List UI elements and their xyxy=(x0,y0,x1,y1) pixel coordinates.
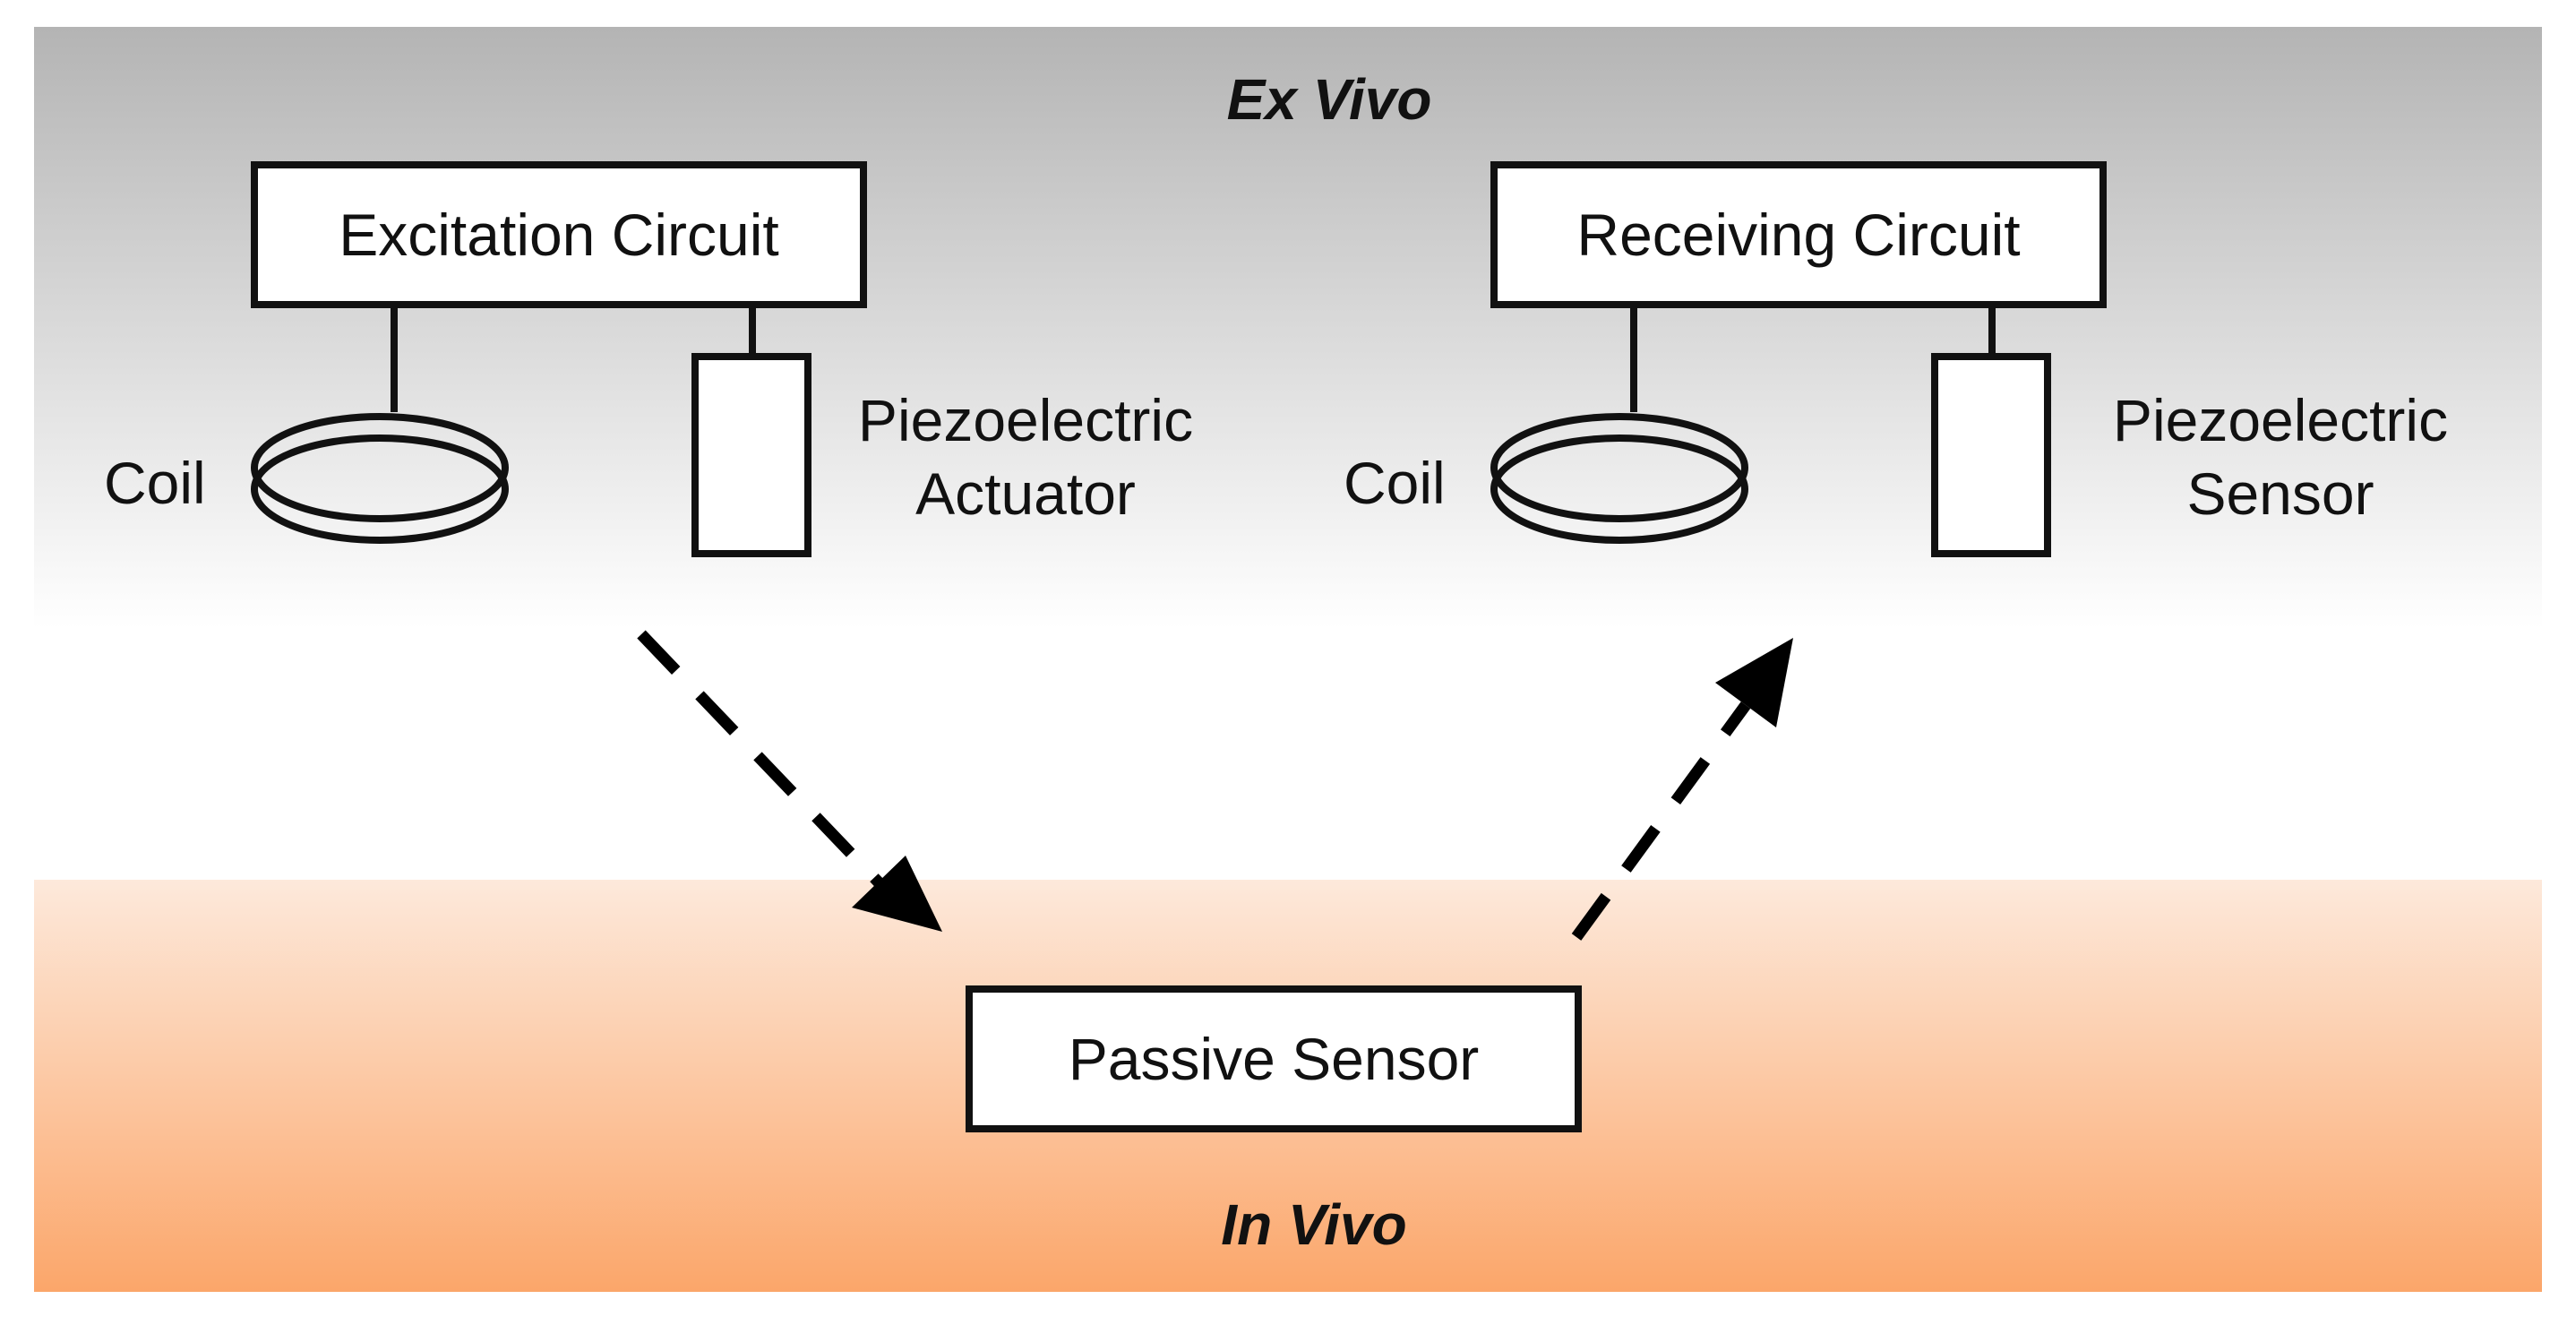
sensor-label-line2: Sensor xyxy=(2186,460,2374,527)
excitation-coil-label: Coil xyxy=(104,450,206,516)
excitation-arrow-head xyxy=(852,856,942,932)
excitation-arrow xyxy=(637,630,942,932)
sensor-label-line1: Piezoelectric xyxy=(2113,387,2448,453)
response-arrow xyxy=(1571,638,1793,941)
receiving-circuit-box xyxy=(1490,161,2107,308)
response-arrow-shaft xyxy=(1571,701,1751,941)
receiving-coil-icon xyxy=(1490,413,1748,544)
passive-sensor-box xyxy=(966,985,1582,1132)
receiving-circuit-label: Receiving Circuit xyxy=(1576,202,2020,268)
piezoelectric-actuator-icon xyxy=(691,353,811,557)
response-arrow-head xyxy=(1715,638,1793,727)
excitation-arrow-shaft xyxy=(637,630,883,887)
actuator-label-line1: Piezoelectric xyxy=(858,387,1193,453)
piezoelectric-sensor-icon xyxy=(1931,353,2051,557)
excitation-circuit-label: Excitation Circuit xyxy=(339,202,779,268)
ex-vivo-title: Ex Vivo xyxy=(1227,67,1432,132)
excitation-coil-icon xyxy=(251,413,509,544)
passive-sensor: Passive Sensor xyxy=(966,985,1582,1132)
excitation-unit: Excitation Circuit Coil Piezoelectric Ac… xyxy=(104,161,1193,557)
excitation-circuit-box xyxy=(251,161,867,308)
passive-sensor-label: Passive Sensor xyxy=(1069,1026,1480,1092)
actuator-label-line2: Actuator xyxy=(915,460,1136,527)
in-vivo-title: In Vivo xyxy=(1221,1192,1406,1257)
in-vivo-zone: In Vivo xyxy=(34,880,2542,1292)
receiving-unit: Receiving Circuit Coil Piezoelectric Sen… xyxy=(1344,161,2448,557)
receiving-coil-label: Coil xyxy=(1344,450,1446,516)
